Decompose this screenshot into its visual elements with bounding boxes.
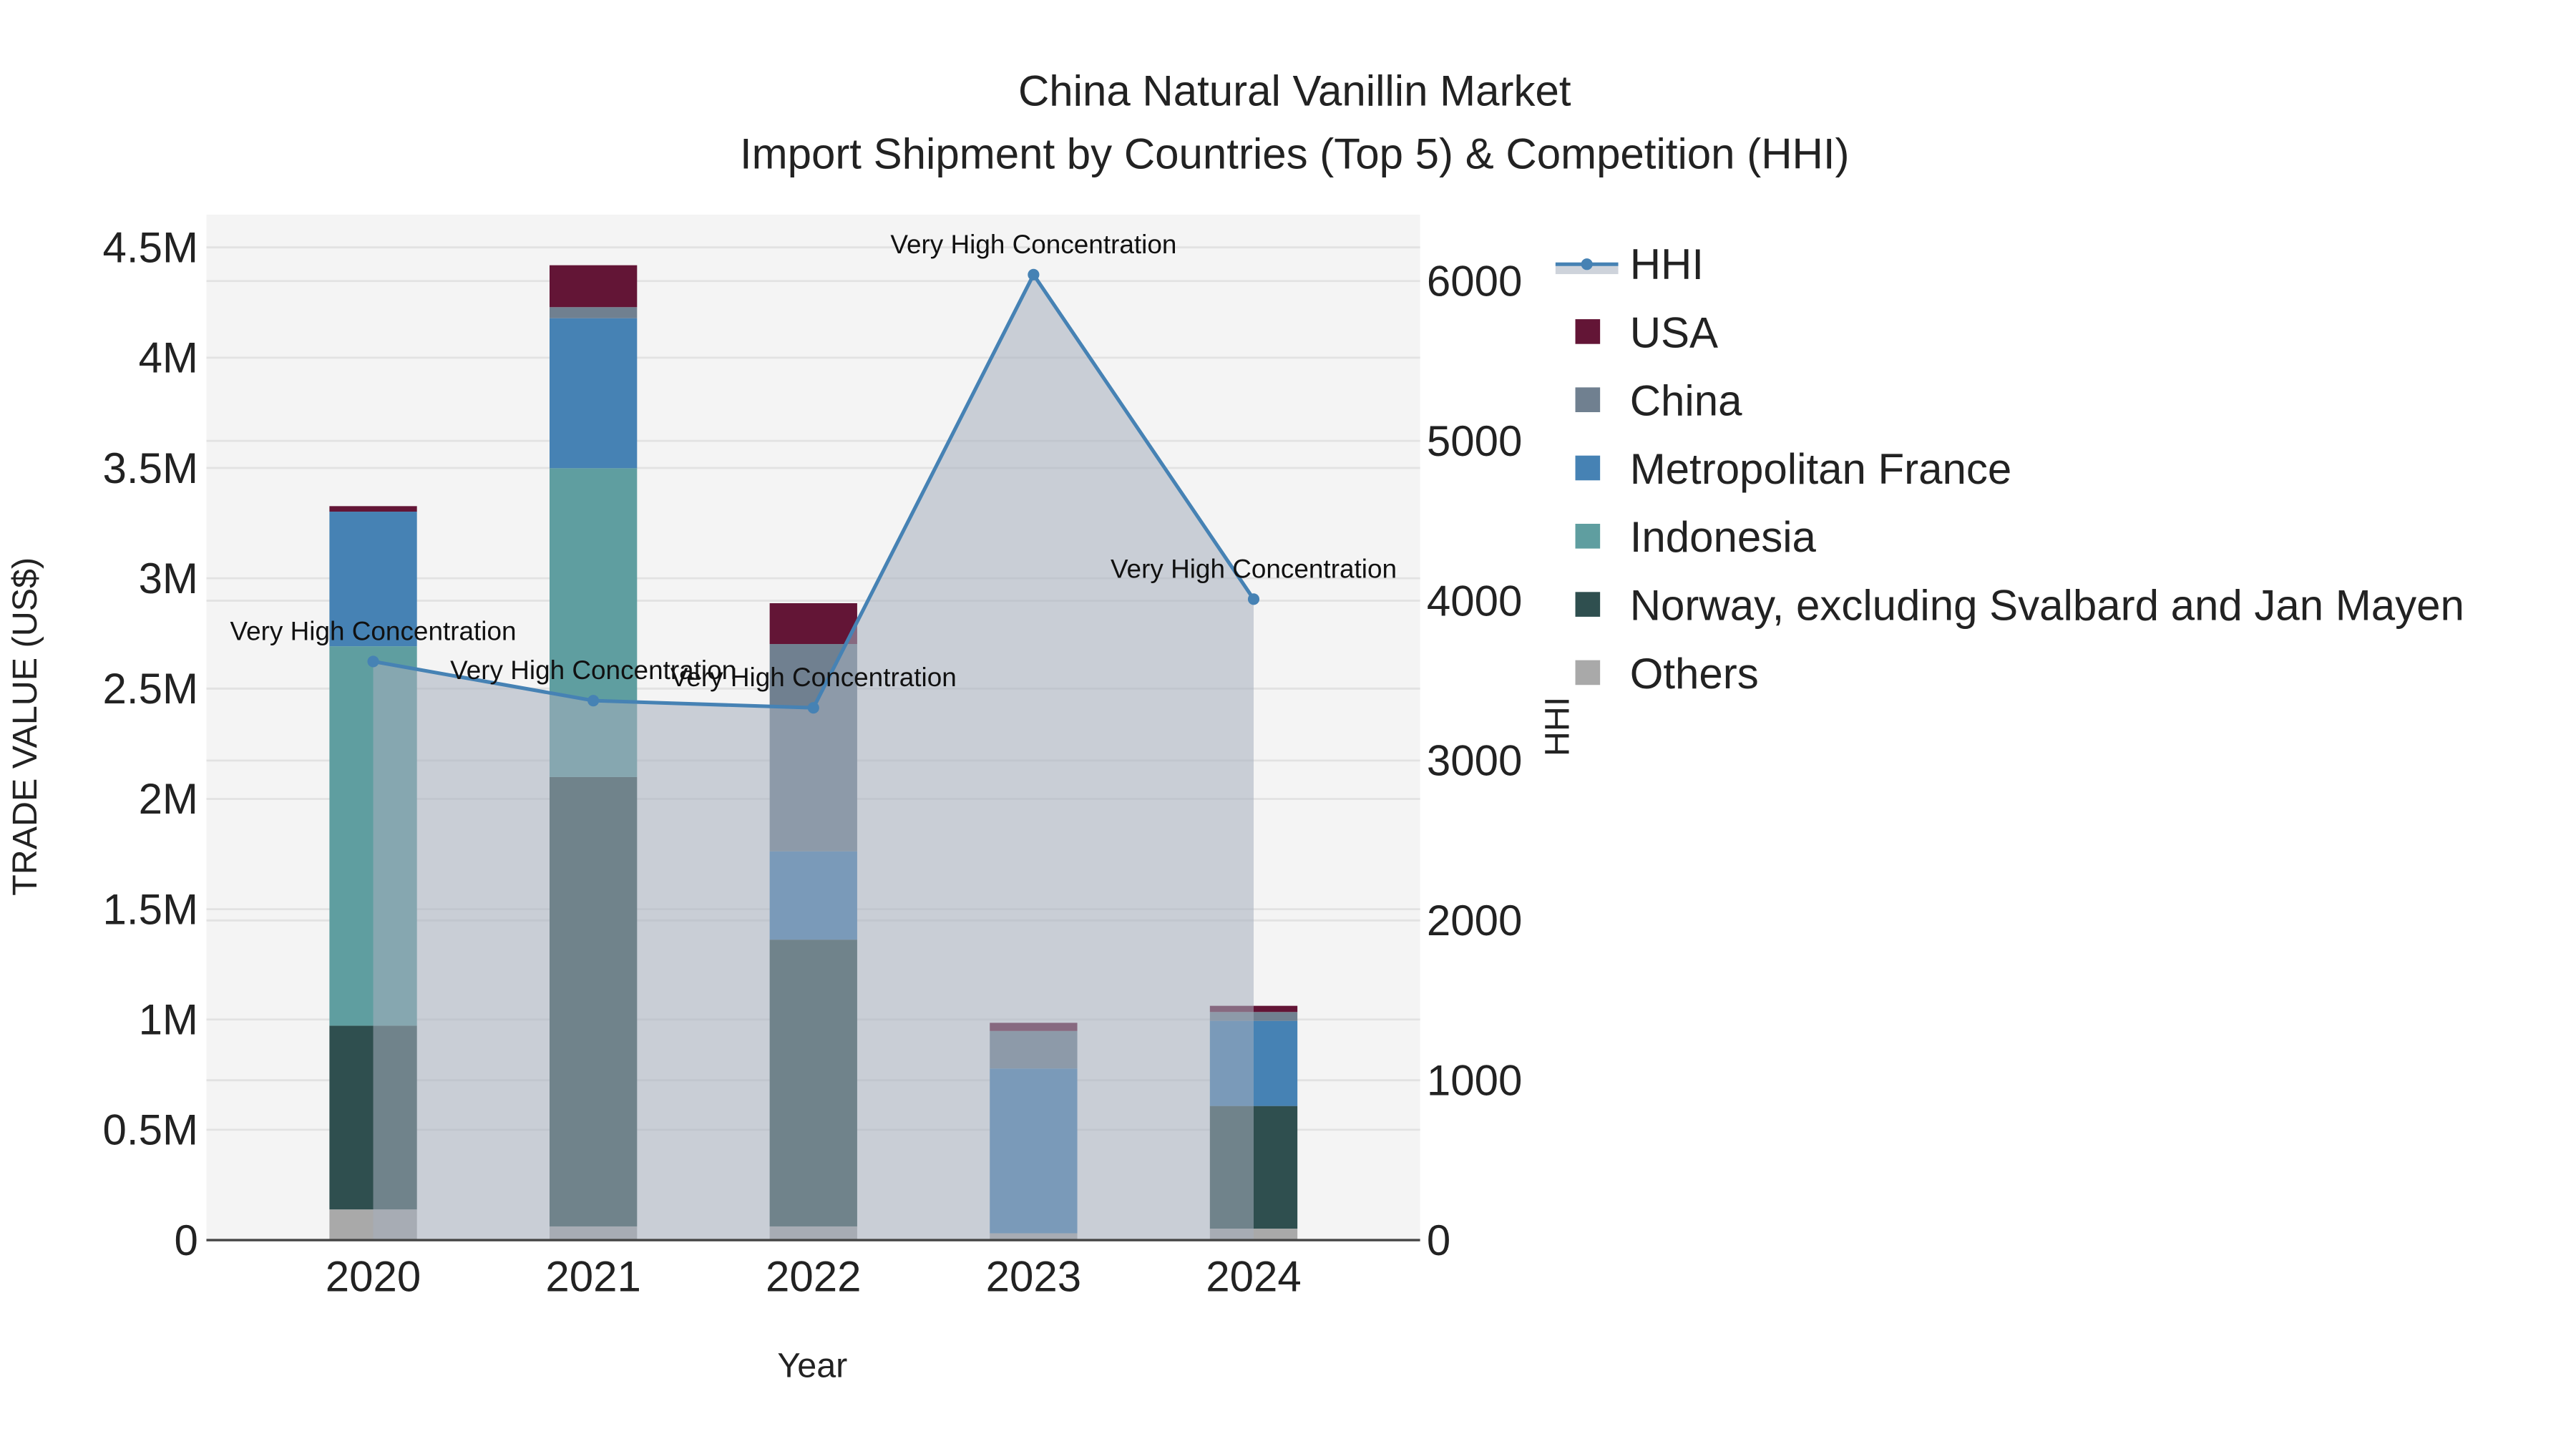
legend-label: HHI	[1630, 240, 1704, 288]
hhi-area	[373, 274, 1254, 1241]
y2-tick-label: 2000	[1427, 897, 1522, 945]
x-tick-label: 2024	[1206, 1253, 1301, 1301]
bar-china-2021	[550, 307, 638, 318]
legend-label: USA	[1630, 308, 1718, 356]
legend-swatch	[1575, 455, 1601, 481]
y-axis-ticks: 0 0.5M 1M 1.5M 2M 2.5M 3M 3.5M 4M 4.5M	[103, 223, 198, 1264]
x-axis-ticks: 2020 2021 2022 2023 2024	[326, 1253, 1302, 1301]
bar-usa-2021	[550, 265, 638, 308]
legend-label: Metropolitan France	[1630, 445, 2012, 493]
y2-tick-label: 4000	[1427, 577, 1522, 625]
bar-usa-2020	[329, 506, 417, 512]
hhi-point-2021	[587, 695, 600, 707]
y2-tick-label: 3000	[1427, 737, 1522, 785]
y-tick-label: 4M	[139, 334, 198, 382]
bar-metropolitan-france-2020	[329, 512, 417, 647]
y-tick-label: 3M	[139, 555, 198, 602]
legend-swatch	[1575, 387, 1601, 412]
hhi-annotation-2022: Very High Concentration	[670, 663, 957, 692]
hhi-point-2020	[367, 655, 379, 668]
legend-label: Others	[1630, 650, 1759, 698]
y2-axis-ticks: 0 1000 2000 3000 4000 5000 6000	[1427, 258, 1522, 1264]
x-axis-title: Year	[777, 1347, 847, 1385]
legend-label: China	[1630, 377, 1742, 425]
y-tick-label: 2M	[139, 775, 198, 823]
y-axis-title: TRADE VALUE (US$)	[6, 557, 44, 896]
x-tick-label: 2023	[986, 1253, 1081, 1301]
legend-swatch	[1575, 592, 1601, 617]
x-tick-label: 2022	[766, 1253, 861, 1301]
hhi-annotation-2020: Very High Concentration	[230, 616, 517, 645]
y-tick-label: 0	[175, 1216, 198, 1264]
hhi-line	[367, 268, 1260, 714]
y-tick-label: 3.5M	[103, 444, 198, 492]
legend-swatch	[1575, 524, 1601, 549]
legend-item-norway[interactable]: Norway, excluding Svalbard and Jan Mayen	[1575, 582, 2464, 630]
legend-item-metropolitan-france[interactable]: Metropolitan France	[1575, 445, 2012, 493]
legend-swatch	[1575, 319, 1601, 344]
y2-tick-label: 6000	[1427, 258, 1522, 306]
y2-tick-label: 5000	[1427, 417, 1522, 465]
legend-swatch	[1575, 660, 1601, 686]
legend-item-hhi[interactable]: HHI	[1555, 240, 1704, 288]
y2-tick-label: 0	[1427, 1216, 1450, 1264]
hhi-annotation-2024: Very High Concentration	[1111, 554, 1397, 583]
legend-item-indonesia[interactable]: Indonesia	[1575, 513, 1817, 561]
legend-item-usa[interactable]: USA	[1575, 308, 1719, 356]
hhi-point-2022	[807, 702, 819, 714]
chart-subtitle: Import Shipment by Countries (Top 5) & C…	[740, 130, 1850, 177]
chart-title: China Natural Vanillin Market	[1018, 67, 1571, 115]
y2-tick-label: 1000	[1427, 1056, 1522, 1104]
x-tick-label: 2020	[326, 1253, 421, 1301]
bar-usa-2022	[769, 602, 857, 645]
hhi-annotation-2021: Very High Concentration	[450, 655, 736, 685]
hhi-point-2023	[1028, 268, 1040, 280]
y-tick-label: 1M	[139, 996, 198, 1044]
y-tick-label: 2.5M	[103, 665, 198, 713]
y2-axis-title: HHI	[1538, 697, 1576, 756]
hhi-annotation-2023: Very High Concentration	[890, 230, 1176, 259]
hhi-area-fill	[373, 274, 1254, 1241]
y-tick-label: 4.5M	[103, 223, 198, 271]
legend-item-china[interactable]: China	[1575, 377, 1743, 425]
x-tick-label: 2021	[545, 1253, 640, 1301]
legend-marker	[1581, 258, 1593, 270]
legend-label: Norway, excluding Svalbard and Jan Mayen	[1630, 582, 2464, 630]
legend-item-others[interactable]: Others	[1575, 650, 1759, 698]
y-tick-label: 1.5M	[103, 885, 198, 933]
hhi-point-2024	[1247, 593, 1260, 605]
y-tick-label: 0.5M	[103, 1106, 198, 1154]
bar-metropolitan-france-2021	[550, 318, 638, 469]
legend-label: Indonesia	[1630, 513, 1817, 561]
